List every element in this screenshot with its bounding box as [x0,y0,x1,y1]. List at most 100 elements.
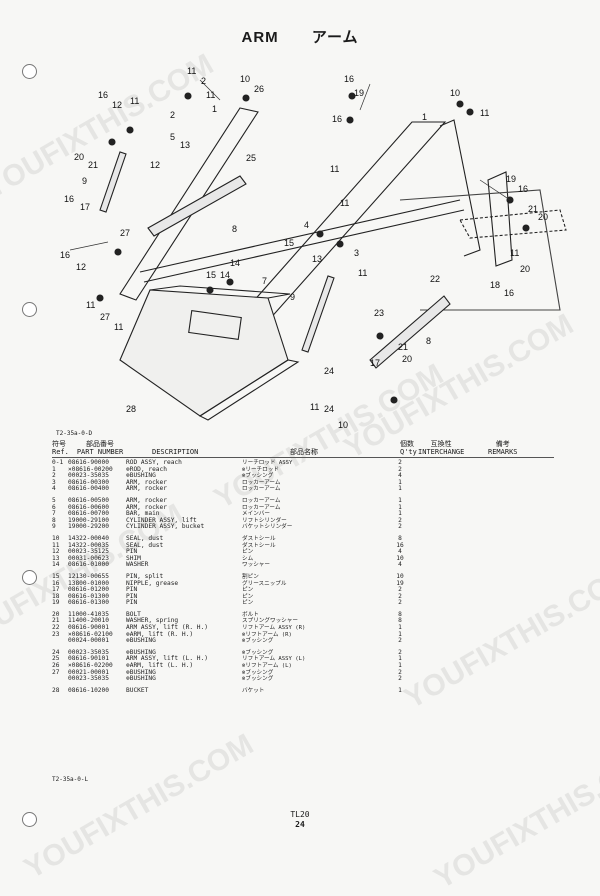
cell-desc: BUCKET [126,686,149,694]
footer-code: T2-35a-0-L [52,776,89,783]
callout-10: 10 [338,420,348,430]
callout-11: 11 [130,96,139,106]
cell-pn: 00023-35035 [68,472,109,480]
cell-pn: 08616-01300 [68,599,109,607]
cell-ref: 9 [52,523,56,531]
callout-27: 27 [100,312,110,322]
cell-desc: SEAL, dust [126,541,164,549]
cell-jp: ボルト [242,611,259,618]
cell-pn: 14322-00035 [68,541,109,549]
cell-pn: ×08616-02100 [68,630,113,638]
cell-ref: 14 [52,561,60,569]
binder-hole [22,570,37,585]
cell-qty: 1 [398,510,402,518]
cell-desc: SEAL, dust [126,534,164,542]
callout-11: 11 [86,300,95,310]
cell-desc: ARM, rocker [126,478,167,486]
header-name-jp: 部品名称 [290,448,318,456]
callout-4: 4 [304,220,309,230]
cell-jp: ロッカーアーム [242,504,281,511]
cell-desc: NIPPLE, grease [126,579,179,587]
cell-ref: 22 [52,624,60,632]
cell-jp: ピン [242,549,254,556]
cell-qty: 10 [396,572,404,580]
cell-desc: PIN [126,592,138,600]
cell-jp: グリースニップル [242,580,287,587]
callout-2: 2 [201,76,206,86]
page-number: 24 [295,820,305,829]
callout-19: 19 [354,88,364,98]
binder-hole [22,812,37,827]
cell-pn: 19000-29100 [68,516,109,524]
cell-desc: PIN [126,586,138,594]
callout-17: 17 [370,358,380,368]
cell-qty: 2 [398,648,402,656]
cell-desc: ⊗ARM, lift (R. H.) [126,630,194,638]
cell-pn: 00031-00623 [68,554,109,562]
callout-13: 13 [180,140,190,150]
cell-pn: 12130-00655 [68,572,109,580]
cell-ref [52,638,68,645]
cell-jp: ワッシャー [242,562,270,569]
cell-jp: ダストシール [242,535,276,542]
cell-pn: 13800-01000 [68,579,109,587]
cell-jp: リフトシリンダー [242,517,287,524]
callout-26: 26 [254,84,264,94]
cell-desc: PIN [126,599,138,607]
callout-11: 11 [480,108,489,118]
callout-1: 1 [422,112,427,122]
cell-ref: 25 [52,655,60,663]
cell-desc: CYLINDER ASSY, bucket [126,523,205,531]
cell-pn: 08616-01200 [68,586,109,594]
cell-desc: ⊗ROD, reach [126,465,167,473]
cell-ref: 20 [52,610,60,618]
cell-desc: WASHER [126,561,149,569]
cell-ref: 12 [52,548,60,556]
cell-pn: ×08616-02200 [68,662,113,670]
callout-1: 1 [212,104,217,114]
callout-16: 16 [504,288,514,298]
callout-16: 16 [344,74,354,84]
callout-9: 9 [82,176,87,186]
cell-ref: 16 [52,579,60,587]
cell-qty: 1 [398,630,402,638]
callout-20: 20 [74,152,84,162]
title-jp: アーム [311,29,359,46]
cell-pn: 08616-00300 [68,478,109,486]
cell-jp: リフトアーム ASSY (R) [242,625,306,632]
cell-pn: 08616-10200 [68,686,109,694]
cell-desc: PIN, split [126,572,164,580]
callout-18: 18 [490,280,500,290]
cell-desc: ARM ASSY, lift (R. H.) [126,624,208,632]
cell-pn: 08616-00600 [68,503,109,511]
cell-qty: 1 [398,503,402,511]
cell-jp: ダストシール [242,542,276,549]
cell-qty: 1 [398,624,402,632]
callout-9: 9 [290,292,295,302]
title-en: ARM [241,29,279,46]
cell-ref: 23 [52,630,60,638]
callout-11: 11 [114,322,123,332]
callout-21: 21 [398,342,408,352]
callout-12: 12 [112,100,122,110]
cell-qty: 8 [398,534,402,542]
callout-15: 15 [284,238,294,248]
watermark: YOUFIXTHIS.COM [18,727,260,886]
cell-qty: 2 [398,586,402,594]
cell-desc: ARM, rocker [126,485,167,493]
cell-jp: ピン [242,600,254,607]
cell-desc: ARM, rocker [126,503,167,511]
cell-jp: バケット [242,687,265,694]
